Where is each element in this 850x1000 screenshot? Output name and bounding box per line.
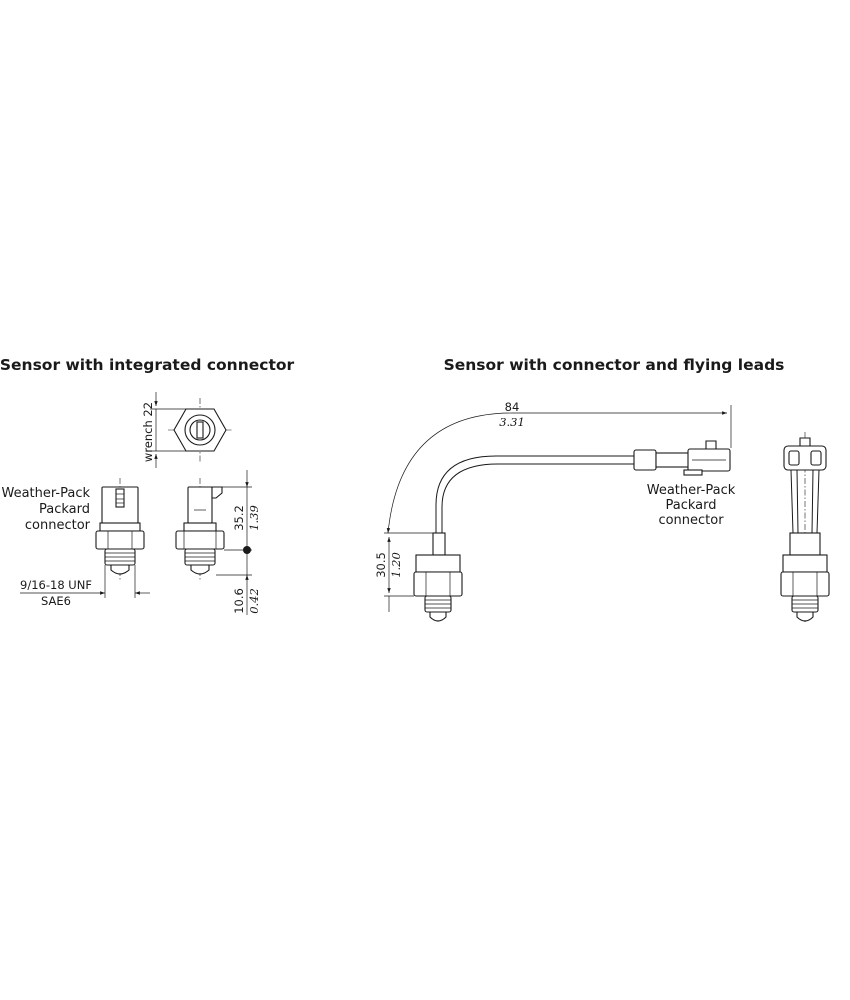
flying-lead-sensor [413, 455, 640, 622]
dim-thread-mm: 10.6 [232, 588, 246, 614]
dim-body-mm: 30.5 [374, 552, 388, 578]
right-connector-label-line2: Packard [665, 498, 716, 513]
left-connector-label-line2: Packard [39, 502, 90, 517]
height-dimensions: 35.2 1.39 10.6 0.42 [214, 470, 261, 615]
hex-top-view: wrench 22 [141, 392, 232, 468]
flying-lead-side-view [780, 432, 830, 622]
dim-lead-mm: 84 [505, 400, 520, 414]
wrench-label: wrench 22 [141, 402, 155, 462]
thread-sub-label: SAE6 [41, 594, 71, 608]
lead-length-dimension: 84 3.31 [386, 400, 732, 534]
left-panel-title: Sensor with integrated connector [0, 356, 294, 374]
right-panel-title: Sensor with connector and flying leads [444, 356, 785, 374]
inline-connector [633, 440, 731, 476]
right-connector-label-line1: Weather-Pack [647, 483, 736, 498]
dim-lead-in: 3.31 [499, 415, 525, 429]
left-connector-label-line3: connector [25, 518, 91, 533]
thread-label: 9/16-18 UNF [20, 578, 92, 592]
right-connector-label-line3: connector [658, 513, 724, 528]
dim-height-in: 1.39 [247, 505, 261, 531]
sensor-side-view [175, 478, 225, 580]
dim-height-mm: 35.2 [232, 505, 246, 531]
dim-body-in: 1.20 [389, 552, 403, 578]
left-connector-label-line1: Weather-Pack [2, 486, 91, 501]
sensor-front-view [95, 478, 145, 580]
dim-thread-in: 0.42 [247, 588, 261, 614]
body-height-dimension: 30.5 1.20 [374, 532, 433, 612]
thread-dimension: 9/16-18 UNF SAE6 [20, 565, 150, 608]
